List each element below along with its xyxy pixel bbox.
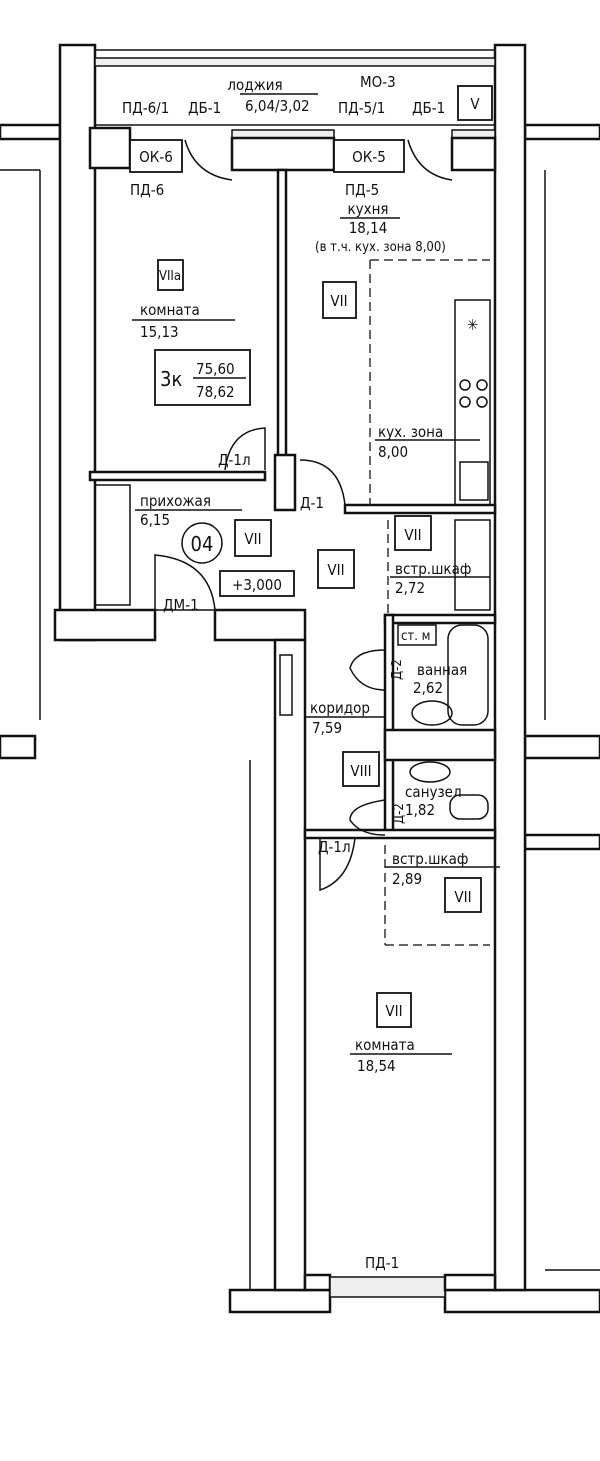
bathroom-area: 2,62 xyxy=(413,679,443,697)
room2-area: 18,54 xyxy=(357,1057,396,1075)
room-bathroom: ванная 2,62 Д-2 xyxy=(390,659,467,697)
corridor-class: VIII xyxy=(350,762,371,780)
room1-area: 15,13 xyxy=(140,323,179,341)
closet1-area: 2,72 xyxy=(395,579,425,597)
door-d1l-a: Д-1л xyxy=(218,451,251,469)
bathtub-icon xyxy=(447,624,489,726)
area-living: 75,60 xyxy=(196,360,235,378)
mark-db1a: ДБ-1 xyxy=(188,99,221,117)
wc-name: санузел xyxy=(405,783,462,801)
fixtures: ✳ ст. м xyxy=(94,299,491,820)
door-pd6: ПД-6 xyxy=(130,181,164,199)
closet2-area: 2,89 xyxy=(392,870,422,888)
mark-pd51: ПД-5/1 xyxy=(338,99,385,117)
washer-label: ст. м xyxy=(401,629,431,644)
door-pd1: ПД-1 xyxy=(365,1254,399,1272)
apartment-number-circle xyxy=(181,522,223,564)
kitchen-sink-icon xyxy=(459,461,489,501)
door-d1: Д-1 xyxy=(300,494,324,512)
door-d1l-b: Д-1л xyxy=(318,838,351,856)
room2-class: VII xyxy=(385,1002,402,1020)
door-pd5: ПД-5 xyxy=(345,181,379,199)
window-ok5: ОК-5 xyxy=(352,148,386,166)
area-total: 78,62 xyxy=(196,383,235,401)
closet-shelves xyxy=(454,519,491,611)
facade-wall: ОК-6 ОК-5 ПД-6 ПД-5 xyxy=(88,126,497,199)
kitchen-counter xyxy=(454,299,491,506)
door-d2b: Д-2 xyxy=(392,803,407,824)
interior-walls xyxy=(53,168,497,1298)
washbasin-icon xyxy=(411,700,453,726)
toilet-icon xyxy=(449,794,489,820)
apartment-number: 04 xyxy=(191,532,214,556)
window-ok6: ОК-6 xyxy=(139,148,173,166)
closet2-class: VII xyxy=(454,888,471,906)
room-wc: санузел 1,82 Д-2 xyxy=(392,783,462,824)
door-d2a: Д-2 xyxy=(390,659,405,680)
wc-basin-icon xyxy=(409,761,451,783)
hall-class-2: VII xyxy=(327,561,344,579)
room-bedroom-1: VIIа комната 15,13 3к 75,60 78,62 Д-1л xyxy=(132,259,251,469)
closet1-class: VII xyxy=(404,526,421,544)
apartment-type: 3к xyxy=(160,367,182,391)
room1-class: VIIа xyxy=(159,269,181,284)
hall-name: прихожая xyxy=(140,492,211,510)
corridor-name: коридор xyxy=(310,699,370,717)
hall-area: 6,15 xyxy=(140,511,170,529)
kitchen-name: кухня xyxy=(347,200,388,218)
closet2-name: встр.шкаф xyxy=(392,850,468,868)
mark-db1b: ДБ-1 xyxy=(412,99,445,117)
washer-box xyxy=(397,624,437,646)
room-closet-2: встр.шкаф 2,89 VII xyxy=(385,850,500,913)
kitchen-area: 18,14 xyxy=(349,219,388,237)
loggia-name: лоджия xyxy=(227,76,282,94)
room1-name: комната xyxy=(140,301,200,319)
room-class-loggia: V xyxy=(470,95,480,113)
corridor-area: 7,59 xyxy=(312,719,342,737)
loggia: V МО-3 лоджия 6,04/3,02 ПД-6/1 ДБ-1 ПД-5… xyxy=(58,43,527,1292)
kitchen-note: (в т.ч. кух. зона 8,00) xyxy=(315,240,446,255)
loggia-area: 6,04/3,02 xyxy=(245,97,310,115)
wc-area: 1,82 xyxy=(405,801,435,819)
room-hall: прихожая 6,15 04 VII VII +3,000 ДМ-1 xyxy=(135,492,355,614)
bathroom-name: ванная xyxy=(417,661,467,679)
hall-class: VII xyxy=(244,530,261,548)
kitchen-class: VII xyxy=(330,292,347,310)
kitchen-zone-name: кух. зона xyxy=(378,423,443,441)
level-mark: +3,000 xyxy=(232,576,282,594)
room2-name: комната xyxy=(355,1036,415,1054)
closet1-name: встр.шкаф xyxy=(395,560,471,578)
riser xyxy=(279,654,293,716)
stove-icon: ✳ xyxy=(467,316,478,334)
mark-mo3: МО-3 xyxy=(360,73,396,91)
room-closet-1: VII встр.шкаф 2,72 xyxy=(390,515,490,597)
room-corridor: коридор 7,59 VIII Д-1л xyxy=(305,699,385,856)
room-kitchen: кухня 18,14 (в т.ч. кух. зона 8,00) VII … xyxy=(300,200,480,512)
kitchen-zone-area: 8,00 xyxy=(378,443,408,461)
mark-pd61: ПД-6/1 xyxy=(122,99,169,117)
door-dm1: ДМ-1 xyxy=(163,596,199,614)
hall-wardrobe xyxy=(94,484,131,606)
room-bedroom-2: VII комната 18,54 ПД-1 xyxy=(350,992,452,1272)
